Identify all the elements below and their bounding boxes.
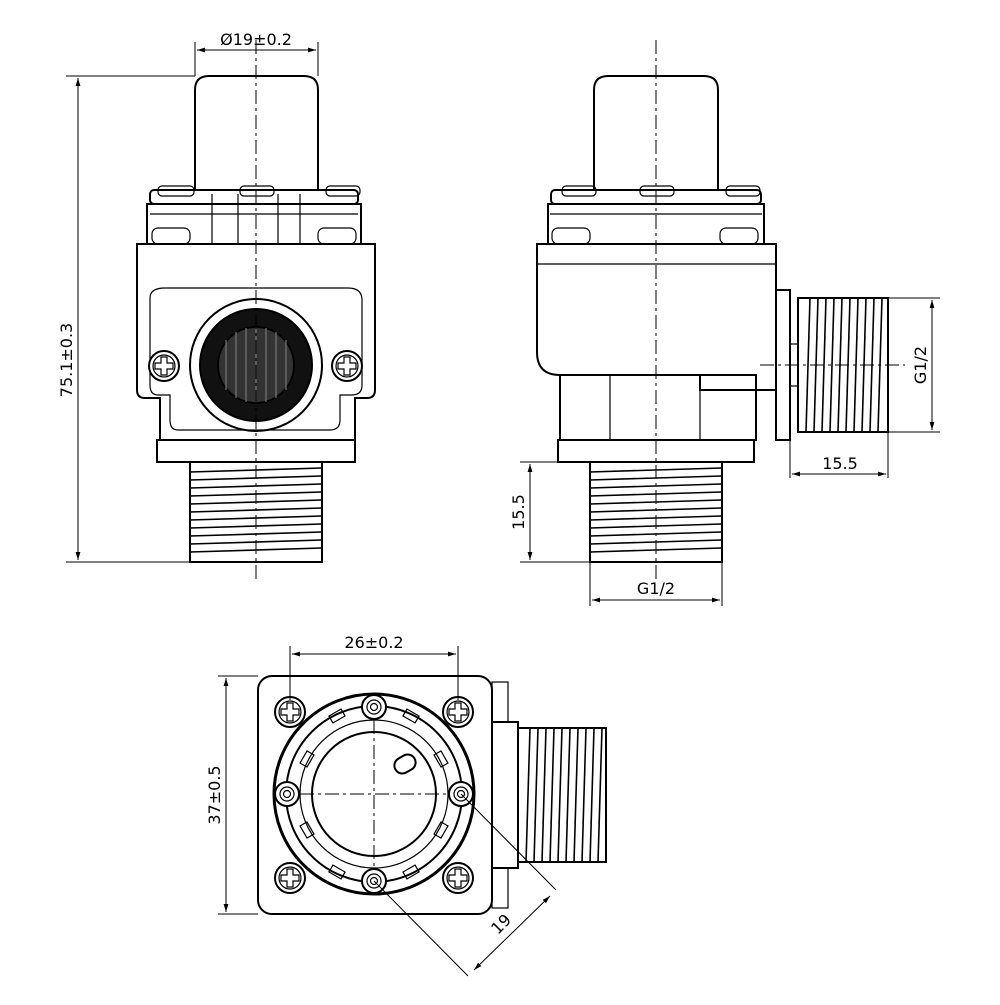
right-thread-spec-label: G1/2 bbox=[911, 346, 930, 384]
top-diameter-label: Ø19±0.2 bbox=[220, 30, 292, 49]
side-dimensions: G1/2 15.5 15.5 G1/2 bbox=[509, 297, 940, 606]
total-height-label: 75.1±0.3 bbox=[57, 323, 76, 397]
side-view bbox=[536, 40, 905, 580]
front-dimensions: Ø19±0.2 75.1±0.3 bbox=[57, 30, 319, 563]
right-thread-length-label: 15.5 bbox=[822, 454, 858, 473]
bottom-thread-length-label: 15.5 bbox=[509, 494, 528, 530]
top-view bbox=[257, 675, 607, 915]
body-height-label: 37±0.5 bbox=[205, 765, 224, 824]
front-view bbox=[136, 40, 376, 580]
bolt-spacing-label: 26±0.2 bbox=[344, 633, 403, 652]
bottom-thread-spec-label: G1/2 bbox=[637, 579, 675, 598]
